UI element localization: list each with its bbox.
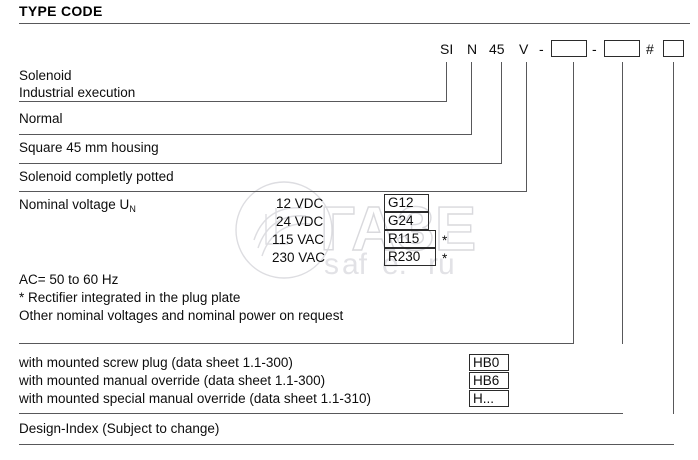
rule-after-industrial-execution [19,101,447,102]
option-code-box-1: HB6 [469,372,509,389]
row-solenoid-label: Solenoid [19,68,72,83]
rule-after-design-index [19,444,674,445]
type-code-option-box [604,40,640,57]
voltage-asterisk-2: * [442,233,448,248]
note-rectifier: * Rectifier integrated in the plug plate [19,290,241,305]
rule-after-completly-potted [19,191,527,192]
type-code-index-box [663,40,684,57]
voltage-code-box-2: R115 [384,230,436,248]
note-other-voltages: Other nominal voltages and nominal power… [19,308,344,323]
leader-line-si [446,62,447,101]
leader-line-45 [501,62,502,163]
svg-text:af: af [342,248,368,281]
voltage-code-box-1: G24 [384,212,429,230]
row-completly-potted-label: Solenoid completly potted [19,169,174,184]
leader-line-index [673,62,674,414]
voltage-row-value-1: 24 VDC [276,214,324,229]
row-nominal-voltage-label: Nominal voltage UN [19,197,136,214]
leader-line-n [471,62,472,134]
type-code-dash-2: - [592,41,597,57]
option-code-box-2: H... [469,390,509,407]
voltage-row-value-2: 115 VAC [272,232,325,247]
option-description-2: with mounted special manual override (da… [19,391,371,406]
watermark: ГАЗЕ ru e. af s [232,178,532,283]
type-code-voltage-box [551,40,587,57]
note-ac-frequency: AC= 50 to 60 Hz [19,272,119,287]
page-title: TYPE CODE [19,3,103,19]
leader-line-option [573,62,574,344]
rule-after-notes [19,343,574,344]
voltage-code-box-0: G12 [384,194,429,212]
nominal-voltage-subscript: N [129,204,136,214]
type-code-n: N [467,41,478,57]
design-index-label: Design-Index (Subject to change) [19,421,220,436]
svg-text:s: s [324,248,339,281]
type-code-hash: # [646,41,654,57]
voltage-asterisk-3: * [442,251,448,266]
nominal-voltage-text: Nominal voltage U [19,197,130,212]
rule-after-normal [19,134,472,135]
option-description-0: with mounted screw plug (data sheet 1.1-… [19,355,293,370]
type-code-45: 45 [489,41,505,57]
row-industrial-execution-label: Industrial execution [19,85,136,100]
leader-line-option-2 [622,62,623,344]
leader-line-v [526,62,527,191]
rule-after-options [19,413,623,414]
type-code-v: V [519,41,529,57]
type-code-si: SI [440,41,454,57]
option-description-1: with mounted manual override (data sheet… [19,373,326,388]
option-code-box-0: HB0 [469,354,509,371]
row-normal-label: Normal [19,111,63,126]
rule-after-square-housing [19,163,502,164]
title-rule [19,23,690,24]
voltage-code-box-3: R230 [384,248,436,266]
row-square-housing-label: Square 45 mm housing [19,140,159,155]
type-code-dash-1: - [539,41,544,57]
voltage-row-value-0: 12 VDC [276,196,324,211]
voltage-row-value-3: 230 VAC [272,250,326,265]
